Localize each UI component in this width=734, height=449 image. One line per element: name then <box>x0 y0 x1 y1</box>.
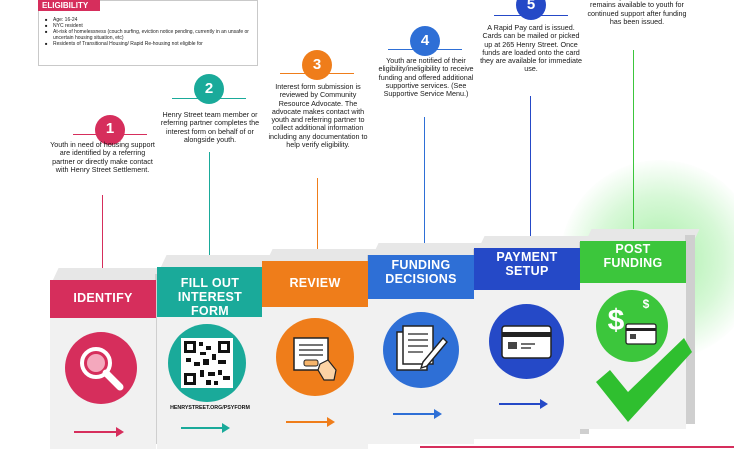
step-2-web-address: HENRYSTREET.ORG/PSYFORM <box>170 405 250 411</box>
step-5-connector <box>530 96 531 243</box>
step-4-badge-base <box>388 49 462 50</box>
step-2-connector <box>209 152 210 262</box>
magnifier-icon <box>65 332 137 404</box>
step-3-description: Interest form submission is reviewed by … <box>268 82 368 150</box>
step-3-number: 3 <box>312 56 322 73</box>
step-2-header <box>157 267 263 317</box>
step-3-badge <box>302 50 332 80</box>
eligibility-item: Age: 16-24 <box>45 17 250 23</box>
money-card-icon: $ $ <box>596 290 668 362</box>
eligibility-item: At-risk of homelessness (couch surfing, … <box>45 29 250 41</box>
step-5-arrow <box>499 403 545 405</box>
eligibility-box: Age: 16-24 NYC resident At-risk of homel… <box>38 0 258 66</box>
step-3-header <box>262 261 368 307</box>
step-4-title: FUNDING DECISIONS <box>385 258 457 286</box>
document-hand-icon <box>276 318 354 396</box>
step-1-description: Youth in need of housing support are ide… <box>50 140 155 174</box>
step-3-title: REVIEW <box>289 276 341 290</box>
step-2-title: FILL OUT INTEREST FORM <box>177 276 243 318</box>
step-5-title: PAYMENT SETUP <box>496 250 558 278</box>
eligibility-item: NYC resident <box>45 23 250 29</box>
arrow-head-icon <box>222 423 230 433</box>
step-6-header <box>580 241 686 283</box>
arrow-head-icon <box>540 399 548 409</box>
step-3-arrow <box>286 421 332 423</box>
step-1-number: 1 <box>105 120 115 137</box>
step-1-arrow <box>74 431 122 433</box>
checkmark-icon <box>596 338 692 422</box>
step-2-number: 2 <box>204 80 214 97</box>
step-1-connector <box>102 195 103 275</box>
step-5-description: A Rapid Pay card is issued. Cards can be… <box>480 23 582 74</box>
step-3-connector <box>317 178 318 256</box>
documents-pen-icon <box>383 312 459 388</box>
step-4-badge <box>410 26 440 56</box>
step-6-cube-side <box>685 235 695 424</box>
step-3-badge-base <box>280 73 354 74</box>
qr-code-icon <box>168 324 246 402</box>
bottom-divider <box>420 446 734 448</box>
step-2-description: Henry Street team member or referring pa… <box>160 110 260 144</box>
arrow-head-icon <box>434 409 442 419</box>
step-6-connector <box>633 50 634 236</box>
eligibility-list: Age: 16-24 NYC resident At-risk of homel… <box>45 17 250 47</box>
step-4-description: Youth are notified of their eligibility/… <box>378 56 474 99</box>
step-1-badge <box>95 115 125 145</box>
svg-text:$: $ <box>643 297 650 311</box>
step-5-badge-base <box>494 15 568 16</box>
svg-text:$: $ <box>608 304 625 337</box>
eligibility-title: ELIGIBILITY <box>38 0 100 11</box>
step-1-badge-base <box>73 134 147 135</box>
step-2-badge <box>194 74 224 104</box>
credit-card-icon <box>489 304 564 379</box>
step-1-title: IDENTIFY <box>73 291 133 305</box>
step-5-number: 5 <box>526 0 536 13</box>
step-4-number: 4 <box>420 32 430 49</box>
step-5-header <box>474 248 580 290</box>
step-4-arrow <box>393 413 439 415</box>
step-1-header <box>50 280 156 318</box>
step-6-title: POST FUNDING <box>603 242 663 270</box>
eligibility-item: Residents of Transitional Housing/ Rapid… <box>45 41 250 47</box>
arrow-head-icon <box>116 427 124 437</box>
arrow-head-icon <box>327 417 335 427</box>
step-4-header <box>368 255 474 299</box>
step-2-arrow <box>181 427 227 429</box>
step-6-description: Community Resource Advocate remains avai… <box>587 0 688 26</box>
step-4-connector <box>424 117 425 250</box>
step-2-badge-base <box>172 98 246 99</box>
